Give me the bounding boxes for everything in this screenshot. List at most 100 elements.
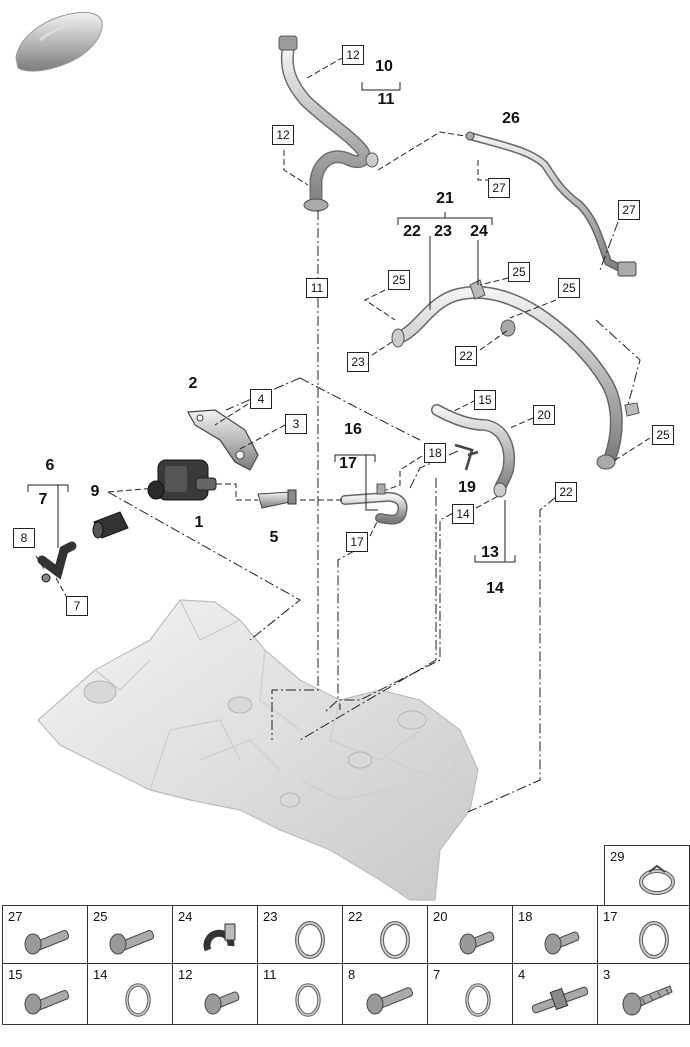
part-cell-3: 3 [597, 963, 690, 1025]
part-number-7: 7 [38, 491, 48, 508]
part-cell-27: 27 [2, 905, 88, 964]
bolt-icon [459, 931, 495, 955]
part-cell-25: 25 [87, 905, 173, 964]
sensor-5 [257, 489, 297, 509]
part-number-9: 9 [90, 483, 100, 500]
part-number: 22 [348, 909, 363, 924]
bracket-2 [187, 409, 259, 471]
coolant-pump-1 [147, 459, 217, 501]
bolt-icon [204, 991, 240, 1015]
part-number-21: 21 [436, 190, 454, 207]
part-number: 24 [178, 909, 193, 924]
connector-16 [340, 483, 408, 525]
callout-box-7: 7 [66, 596, 88, 616]
part-number: 11 [263, 967, 277, 982]
seal-ring-icon [295, 983, 321, 1017]
bolt-icon [109, 929, 155, 955]
callout-box-25: 25 [558, 278, 580, 298]
part-number: 27 [8, 909, 23, 924]
seal-ring-icon [380, 921, 410, 959]
part-number: 29 [610, 849, 625, 864]
part-number-6: 6 [45, 457, 55, 474]
callout-box-3: 3 [285, 414, 307, 434]
hose-9 [92, 511, 129, 539]
callout-box-8: 8 [13, 528, 35, 548]
part-number: 14 [93, 967, 108, 982]
callout-box-17: 17 [346, 532, 368, 552]
part-number: 17 [603, 909, 618, 924]
part-cell-14: 14 [87, 963, 173, 1025]
callout-box-12: 12 [272, 125, 294, 145]
bolt-icon [24, 929, 70, 955]
part-number-1: 1 [194, 514, 204, 531]
part-number-13: 13 [481, 544, 499, 561]
leader-lines [27, 57, 651, 813]
stud-bolt-icon [531, 986, 589, 1014]
seal-ring-icon [295, 921, 325, 959]
part-number: 23 [263, 909, 278, 924]
coolant-hose-13 [431, 404, 515, 498]
part-number-16: 16 [344, 421, 362, 438]
part-cell-29: 29 [604, 845, 690, 906]
part-number-11: 11 [377, 91, 395, 108]
part-cell-8: 8 [342, 963, 428, 1025]
callout-box-25: 25 [388, 270, 410, 290]
part-cell-20: 20 [427, 905, 513, 964]
part-cell-4: 4 [512, 963, 598, 1025]
callout-box-15: 15 [474, 390, 496, 410]
coolant-pipe-10 [278, 35, 379, 212]
callout-box-25: 25 [508, 262, 530, 282]
pipe-clamp-icon [203, 923, 236, 952]
bracket-19 [454, 443, 479, 471]
callout-box-25: 25 [652, 425, 674, 445]
part-number-19: 19 [458, 479, 476, 496]
callout-box-22: 22 [555, 482, 577, 502]
bolt-icon [366, 987, 414, 1015]
elbow-6 [37, 541, 77, 583]
part-cell-7: 7 [427, 963, 513, 1025]
callout-box-18: 18 [424, 443, 446, 463]
engine-block-illustration [37, 599, 479, 901]
seal-ring-icon [125, 983, 151, 1017]
part-number-5: 5 [269, 529, 279, 546]
part-cell-17: 17 [597, 905, 690, 964]
seal-ring-icon [465, 983, 491, 1017]
bolt-icon [544, 931, 580, 955]
callout-box-4: 4 [250, 389, 272, 409]
part-number-17: 17 [339, 455, 357, 472]
part-number: 12 [178, 967, 193, 982]
part-number-24: 24 [470, 223, 488, 240]
part-number-2: 2 [188, 375, 198, 392]
part-cell-23: 23 [257, 905, 343, 964]
callout-box-12: 12 [342, 45, 364, 65]
part-cell-12: 12 [172, 963, 258, 1025]
callout-box-27: 27 [618, 200, 640, 220]
part-number-26: 26 [502, 110, 520, 127]
part-number-23: 23 [434, 223, 452, 240]
part-number: 3 [603, 967, 611, 982]
part-cell-22: 22 [342, 905, 428, 964]
part-number-22: 22 [403, 223, 421, 240]
coolant-pipe-21 [391, 279, 640, 470]
part-number: 15 [8, 967, 23, 982]
hose-clamp-icon [639, 864, 675, 895]
part-number-14: 14 [486, 580, 504, 597]
coolant-line-26 [465, 131, 637, 277]
vehicle-silhouette-icon [15, 11, 103, 72]
part-number: 18 [518, 909, 533, 924]
callout-box-27: 27 [488, 178, 510, 198]
callout-box-11: 11 [306, 278, 328, 298]
self-tapping-screw-icon [622, 985, 673, 1016]
part-number: 25 [93, 909, 108, 924]
callout-box-20: 20 [533, 405, 555, 425]
bolt-icon [24, 989, 70, 1015]
callout-box-23: 23 [347, 352, 369, 372]
callout-box-14: 14 [452, 504, 474, 524]
part-number: 20 [433, 909, 448, 924]
part-cell-11: 11 [257, 963, 343, 1025]
part-number: 7 [433, 967, 441, 982]
callout-box-22: 22 [455, 346, 477, 366]
part-number: 4 [518, 967, 526, 982]
seal-ring-icon [639, 921, 669, 959]
